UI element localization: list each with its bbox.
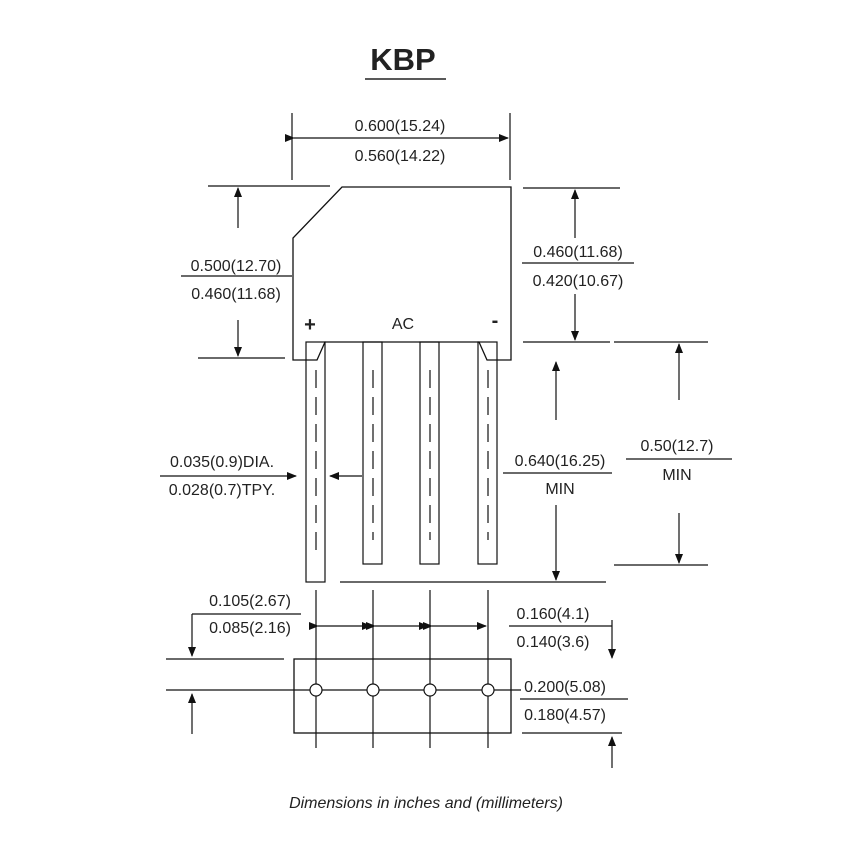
- width-min-label: 0.560(14.22): [355, 148, 446, 165]
- lead-length-min-label: MIN: [545, 481, 574, 498]
- lead-diameter-callout: 0.035(0.9)DIA. 0.028(0.7)TPY.: [160, 454, 362, 499]
- package-body-outline: [292, 186, 512, 361]
- body-thickness-min-label: 0.180(4.57): [524, 707, 606, 724]
- lead-offset-extension: [166, 658, 284, 734]
- pin-minus-label: -: [492, 310, 499, 332]
- lead-1: [305, 341, 326, 583]
- lead-dia-min-label: 0.028(0.7)TPY.: [169, 482, 275, 499]
- lead-length-2-dimension: 0.50(12.7) MIN: [614, 341, 732, 566]
- lead-3: [419, 341, 440, 565]
- pitch-min-label: 0.140(3.6): [517, 634, 590, 651]
- lead-length-2-min-label: MIN: [662, 467, 691, 484]
- left-height-dimension: 0.500(12.70) 0.460(11.68): [181, 185, 330, 359]
- pin-ac-label: AC: [392, 316, 414, 333]
- body-thickness-dimension: 0.200(5.08) 0.180(4.57): [520, 679, 628, 768]
- pin-plus-label: +: [304, 314, 316, 336]
- lead-length-dimension: 0.640(16.25) MIN: [340, 361, 612, 583]
- right-height-min-label: 0.420(10.67): [533, 273, 624, 290]
- right-height-max-label: 0.460(11.68): [533, 244, 623, 261]
- left-height-min-label: 0.460(11.68): [191, 286, 281, 303]
- lead-2: [362, 341, 383, 565]
- lead-dia-max-label: 0.035(0.9)DIA.: [170, 454, 274, 471]
- dimensions-caption: Dimensions in inches and (millimeters): [289, 795, 563, 812]
- page-title: KBP: [370, 42, 435, 77]
- left-height-max-label: 0.500(12.70): [191, 258, 282, 275]
- pitch-dimension: 0.160(4.1) 0.140(3.6): [309, 606, 616, 659]
- body-thickness-max-label: 0.200(5.08): [524, 679, 606, 696]
- lead-offset-callout: 0.105(2.67) 0.085(2.16): [188, 593, 301, 657]
- width-dimension: 0.600(15.24) 0.560(14.22): [285, 113, 511, 180]
- width-max-label: 0.600(15.24): [355, 118, 446, 135]
- lead-offset-min-label: 0.085(2.16): [209, 620, 291, 637]
- right-height-dimension: 0.460(11.68) 0.420(10.67): [522, 187, 634, 343]
- lead-length-value-label: 0.640(16.25): [515, 453, 606, 470]
- lead-offset-max-label: 0.105(2.67): [209, 593, 291, 610]
- lead-4: [477, 341, 498, 565]
- lead-length-2-value-label: 0.50(12.7): [641, 438, 714, 455]
- pitch-max-label: 0.160(4.1): [517, 606, 590, 623]
- package-side-view: [284, 590, 521, 748]
